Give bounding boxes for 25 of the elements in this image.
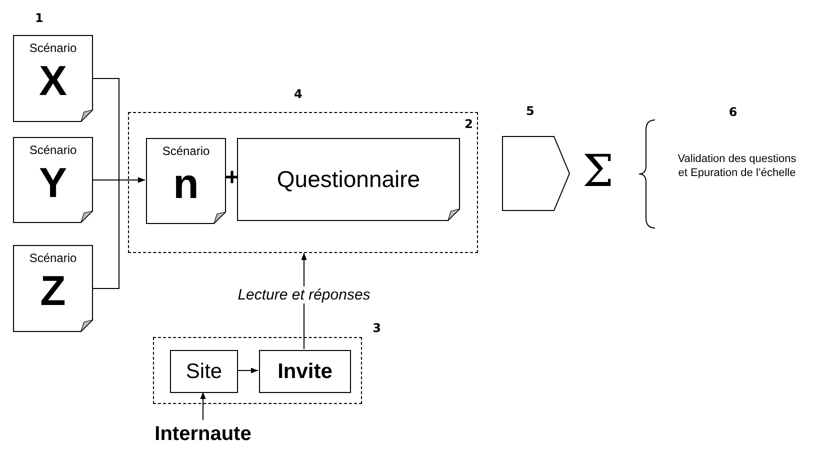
- process-box: Site: [170, 350, 238, 393]
- group-number: 2: [464, 117, 473, 131]
- connector-arrow: [236, 368, 258, 374]
- sum-symbol: Σ: [581, 150, 615, 194]
- plus-sign: +: [225, 166, 237, 190]
- doc-letter: Y: [38, 161, 67, 205]
- doc-title: Scénario: [29, 251, 77, 265]
- doc-letter: Z: [40, 269, 66, 313]
- step-number: 5: [526, 104, 534, 118]
- group-number: 4: [294, 87, 302, 101]
- doc-title: Scénario: [162, 144, 210, 158]
- doc-title: Questionnaire: [276, 166, 420, 193]
- group-number: 3: [372, 321, 381, 335]
- doc-letter: n: [173, 162, 199, 206]
- edge-label: Lecture et réponses: [236, 286, 372, 304]
- connector-arrow: [200, 392, 206, 420]
- doc-title: Scénario: [29, 143, 77, 157]
- step-number: 1: [35, 11, 44, 25]
- note-text: Validation des questions et Epuration de l’échelle: [676, 152, 798, 180]
- doc-title: Scénario: [29, 41, 77, 55]
- step-number: 6: [728, 106, 738, 118]
- doc-letter: X: [38, 59, 67, 103]
- process-box: Invite: [259, 350, 351, 393]
- node-label: Internaute: [140, 420, 266, 448]
- connector-arrow: [92, 177, 146, 289]
